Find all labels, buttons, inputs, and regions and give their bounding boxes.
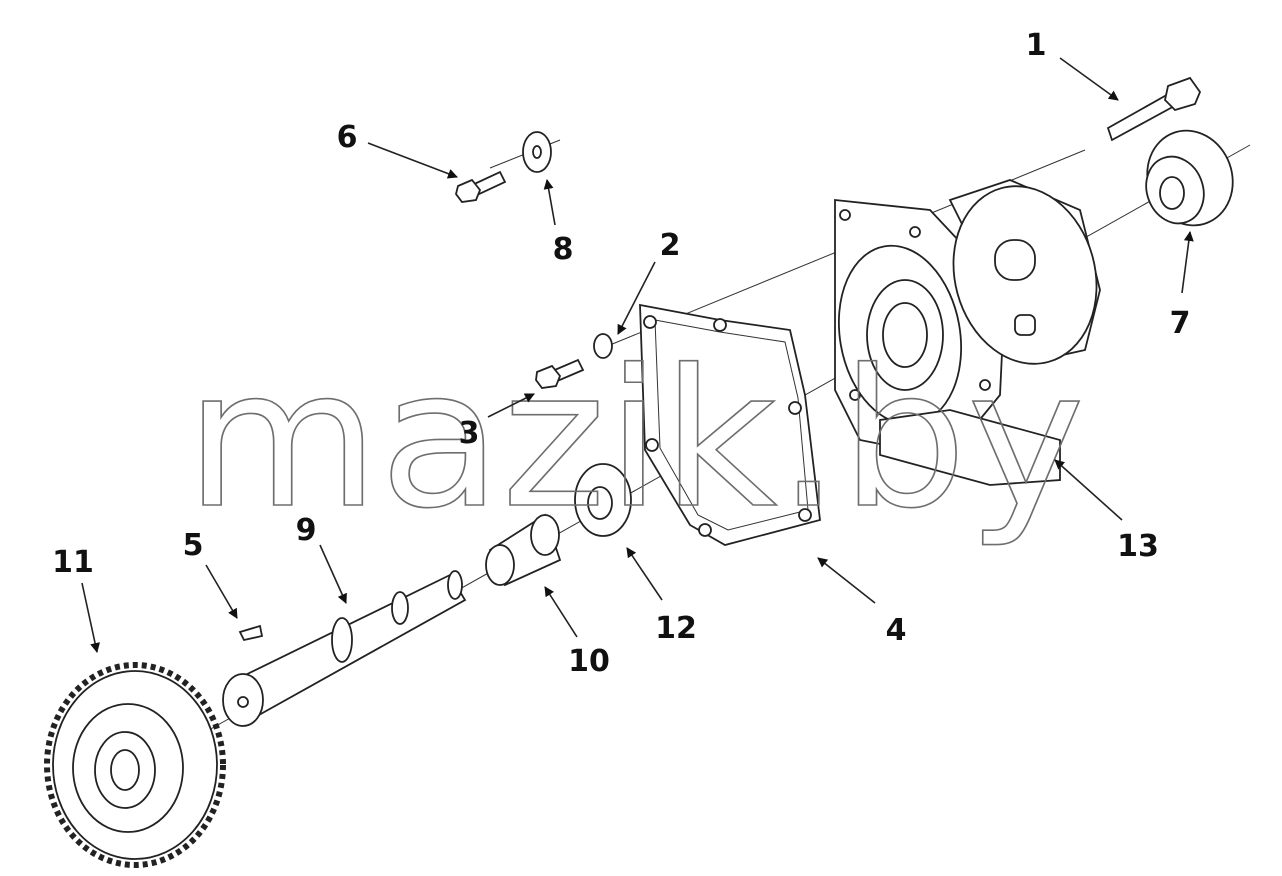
bolt-part-1	[1106, 76, 1202, 142]
washer-part-8	[522, 131, 552, 173]
coupling-part-7	[1145, 129, 1234, 227]
callout-2: 2	[660, 228, 681, 263]
callout-7: 7	[1170, 306, 1191, 341]
callout-9: 9	[296, 513, 317, 548]
callout-10: 10	[568, 644, 610, 679]
callout-8: 8	[553, 232, 574, 267]
callout-5: 5	[183, 528, 204, 563]
shaft-part-9	[222, 570, 467, 727]
callout-3: 3	[459, 416, 480, 451]
callout-12: 12	[655, 611, 697, 646]
screw-part-3	[535, 358, 585, 389]
callout-labels: 1 2 3 4 5 6 7 8 9 10 11 12 13	[52, 28, 1190, 679]
watermark-text: mazik.by	[185, 329, 1085, 550]
thrust-washer-part-12	[574, 463, 632, 537]
bushing-part-10	[485, 513, 562, 587]
callout-1: 1	[1026, 28, 1047, 63]
callout-4: 4	[886, 613, 907, 648]
gear-part-11	[44, 662, 226, 868]
callout-6: 6	[337, 120, 358, 155]
lock-washer-part-2	[593, 333, 613, 359]
callout-11: 11	[52, 545, 94, 580]
callout-13: 13	[1117, 529, 1159, 564]
key-part-5	[238, 624, 264, 642]
screw-part-6	[455, 170, 507, 203]
gasket-part-4	[639, 303, 821, 546]
leader-arrows	[81, 57, 1194, 653]
housing-part-13	[834, 179, 1101, 486]
